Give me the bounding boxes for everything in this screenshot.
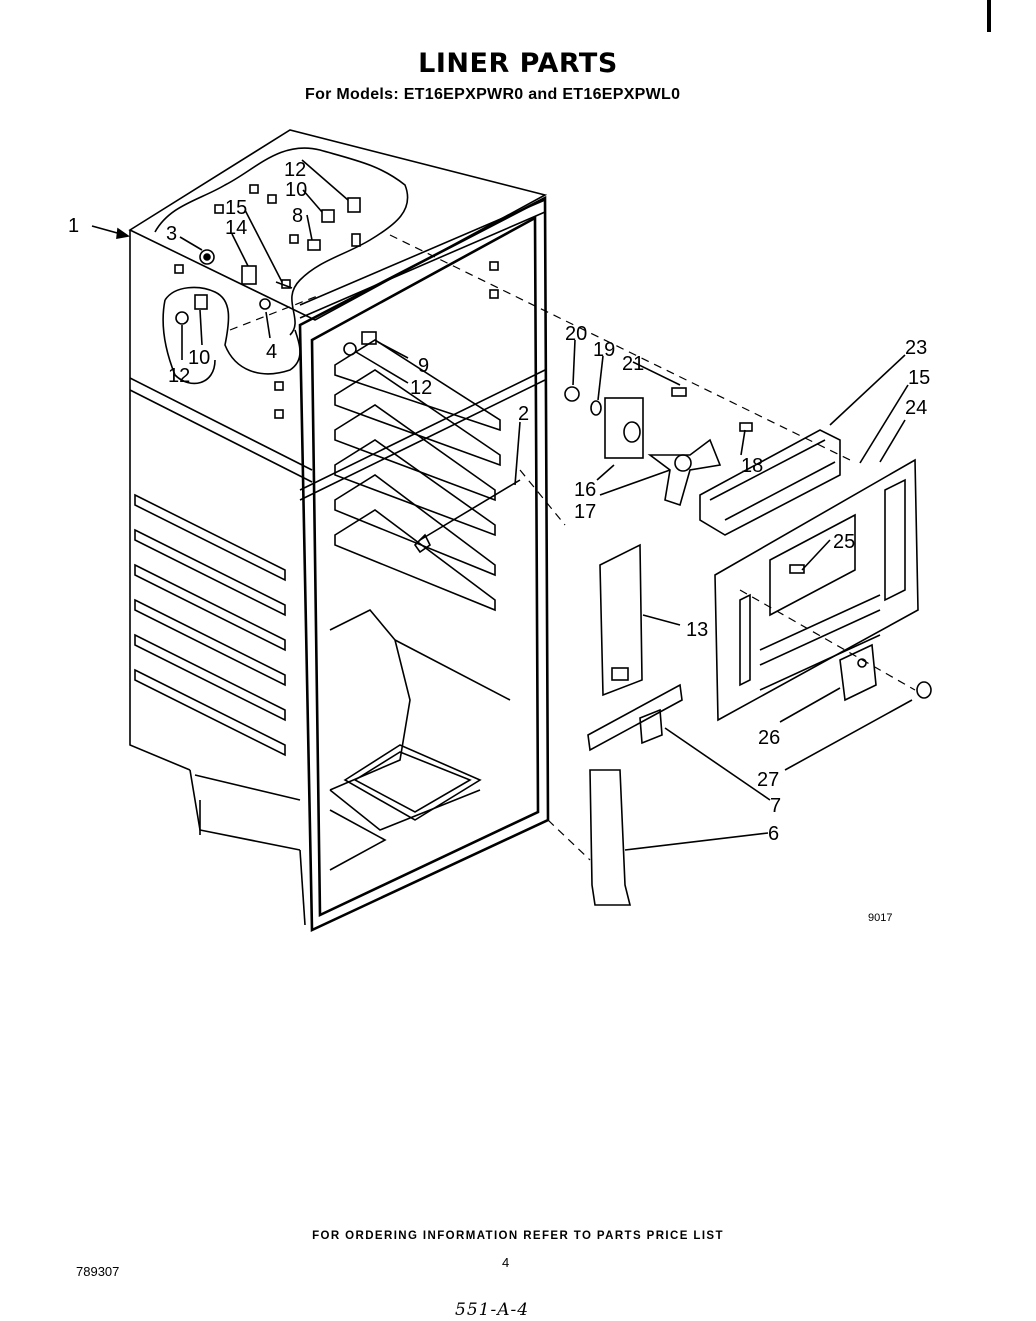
callout-6: 6 [768,823,779,845]
callout-19: 19 [593,339,615,361]
callout-12c: 12 [410,377,432,399]
callout-7: 7 [770,795,781,817]
callout-15a: 15 [225,197,247,219]
callout-10b: 10 [188,347,210,369]
leader-lines [91,159,913,851]
document-number: 789307 [76,1264,120,1279]
page-title: LINER PARTS [418,48,618,79]
callout-9: 9 [418,355,429,377]
callout-1: 1 [68,215,79,237]
callout-12a: 12 [284,159,306,181]
callout-15b: 15 [908,367,930,389]
callout-labels: 1 2 3 4 6 7 8 9 10 10 12 12 12 13 14 15 … [68,159,930,845]
callout-16: 16 [574,479,596,501]
ordering-info-note: FOR ORDERING INFORMATION REFER TO PARTS … [312,1230,724,1242]
callout-17: 17 [574,501,596,523]
callout-3: 3 [166,223,177,245]
diagram-code: 9017 [868,912,893,924]
corner-mark [987,0,991,32]
callout-14: 14 [225,217,247,239]
fan-assembly [389,234,932,906]
callout-12b: 12 [168,365,190,387]
callout-27: 27 [757,769,779,791]
callout-24: 24 [905,397,927,419]
callout-21: 21 [622,353,644,375]
page-number: 4 [502,1255,510,1270]
callout-18: 18 [741,455,763,477]
model-subtitle: For Models: ET16EPXPWR0 and ET16EPXPWL0 [305,86,681,103]
callout-4: 4 [266,341,277,363]
callout-10a: 10 [285,179,307,201]
callout-26: 26 [758,727,780,749]
top-controls [175,197,377,356]
callout-25: 25 [833,531,855,553]
callout-20: 20 [565,323,587,345]
callout-23: 23 [905,337,927,359]
cabinet-liner [128,129,548,926]
callout-8: 8 [292,205,303,227]
callout-2: 2 [518,403,529,425]
handwritten-note: 551-A-4 [455,1300,530,1320]
callout-13: 13 [686,619,708,641]
